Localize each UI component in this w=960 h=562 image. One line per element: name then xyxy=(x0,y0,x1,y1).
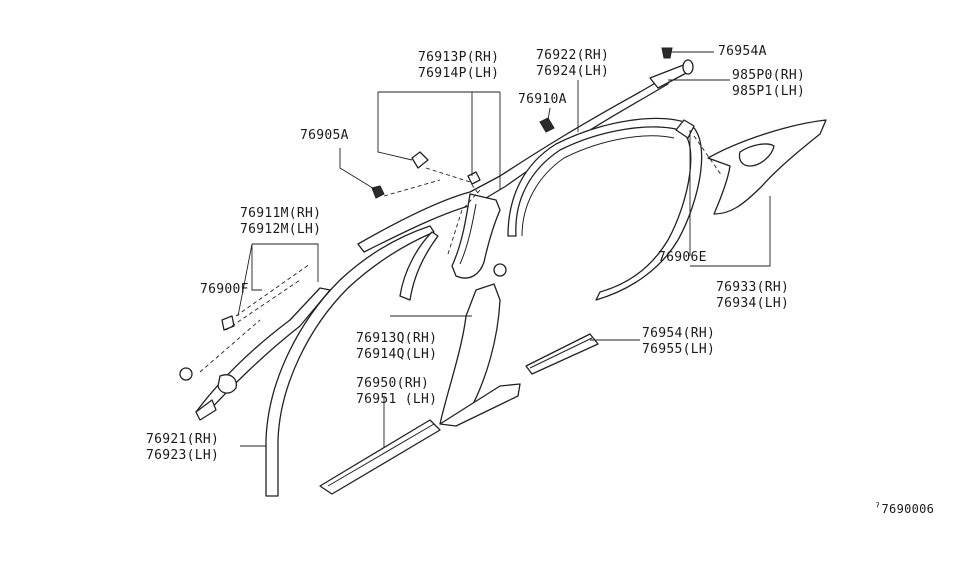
leader-76905A xyxy=(339,148,377,191)
roof-rail-end xyxy=(357,243,365,253)
c-pillar-garnish xyxy=(707,119,827,215)
label-76914P: 76914P(LH) xyxy=(418,66,500,81)
label-76911M: 76911M(RH) xyxy=(240,206,322,221)
label-76922: 76922(RH) xyxy=(536,48,610,63)
label-985P1: 985P1(LH) xyxy=(732,84,806,99)
label-76924: 76924(LH) xyxy=(536,64,610,79)
label-76933: 76933(RH) xyxy=(716,280,790,295)
reference-code: ˀ7690006 xyxy=(874,502,935,516)
label-76912M: 76912M(LH) xyxy=(240,222,322,237)
install-line-c-pillar xyxy=(693,135,723,177)
label-76923: 76923(LH) xyxy=(146,448,220,463)
clip-76905A xyxy=(371,185,385,199)
label-76921: 76921(RH) xyxy=(146,432,220,447)
label-76955: 76955(LH) xyxy=(642,342,716,357)
label-76906E: 76906E xyxy=(658,250,707,265)
leader-76913P xyxy=(377,91,501,190)
c-pillar-clip-76906E xyxy=(675,119,695,139)
label-76914Q: 76914Q(LH) xyxy=(356,347,438,362)
clip-76913P xyxy=(467,171,481,185)
center-welt-piece xyxy=(399,231,439,301)
grab-handle-end-cap xyxy=(682,59,694,75)
kicking-plate-rear-groove xyxy=(529,337,593,369)
leader-76911M xyxy=(252,243,319,282)
b-pillar-lower-foot xyxy=(439,383,521,427)
clip-76900F xyxy=(221,315,235,331)
grommet-b-pillar xyxy=(493,263,507,277)
label-76913P: 76913P(RH) xyxy=(418,50,500,65)
label-76954A: 76954A xyxy=(718,44,767,59)
label-76910A: 76910A xyxy=(518,92,567,107)
label-76950: 76950(RH) xyxy=(356,376,430,391)
install-line-a-pillar xyxy=(199,263,311,373)
a-pillar-garnish-tab xyxy=(217,374,237,394)
b-pillar-upper-inner xyxy=(459,203,477,265)
kicking-plate-front-groove xyxy=(327,423,435,487)
label-985P0: 985P0(RH) xyxy=(732,68,806,83)
clip-76954A xyxy=(661,47,673,59)
leader-76910A xyxy=(547,107,551,121)
leader-76900F xyxy=(237,243,262,317)
front-pillar-welt xyxy=(265,225,435,497)
door-opening-welt xyxy=(507,117,703,301)
clip-76910A xyxy=(539,117,555,133)
c-pillar-garnish-window xyxy=(738,143,775,167)
label-76913Q: 76913Q(RH) xyxy=(356,331,438,346)
b-pillar-upper-garnish xyxy=(451,193,501,279)
install-line-b-pillar xyxy=(425,167,481,255)
label-76900F: 76900F xyxy=(200,282,249,297)
label-76951: 76951 (LH) xyxy=(356,392,438,407)
clip-76905A-upper xyxy=(411,151,429,169)
a-pillar-lower-clip xyxy=(195,399,217,421)
install-line-clip xyxy=(383,179,441,197)
door-opening-welt-inner xyxy=(521,135,675,237)
label-76934: 76934(LH) xyxy=(716,296,790,311)
roof-rail-garnish xyxy=(357,77,669,253)
a-pillar-garnish xyxy=(195,287,331,415)
leader-76933 xyxy=(690,196,771,267)
label-76954: 76954(RH) xyxy=(642,326,716,341)
grommet-a-pillar xyxy=(179,367,193,381)
label-76905A: 76905A xyxy=(300,128,349,143)
